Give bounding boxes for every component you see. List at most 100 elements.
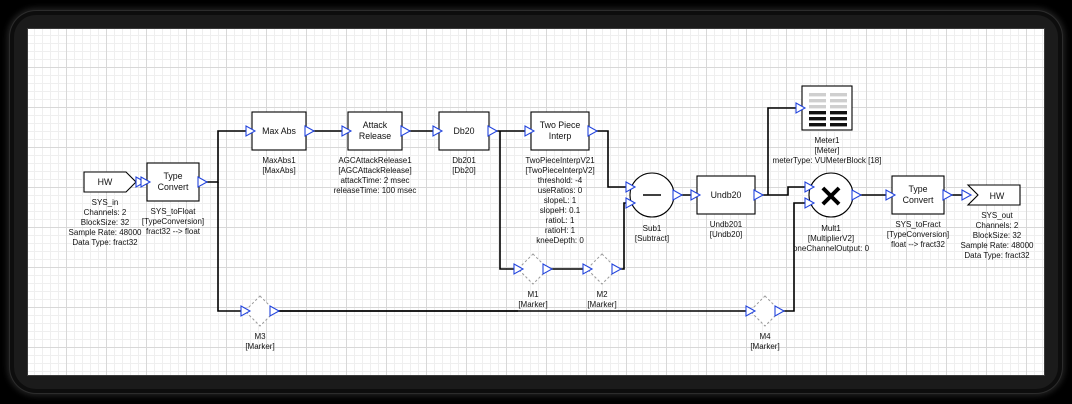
type-convert-out-caption-2: float --> fract32 [891, 240, 946, 249]
type-convert-in-title-1: Convert [158, 182, 189, 192]
m1-output-port[interactable] [542, 263, 554, 275]
max-abs-output-port[interactable] [304, 125, 316, 137]
attack-release-title-0: Attack [363, 120, 388, 130]
max-abs-input-port[interactable] [245, 125, 257, 137]
block-sub1[interactable]: Sub1 [Subtract] [625, 172, 684, 243]
block-marker-m2[interactable]: M2 [Marker] [582, 253, 623, 309]
two-piece-interp-caption-8: kneeDepth: 0 [536, 236, 584, 245]
attack-release-input-port[interactable] [341, 125, 353, 137]
two-piece-interp-caption-1: [TwoPieceInterpV2] [525, 166, 594, 175]
meter1-caption-1: [Meter] [815, 146, 840, 155]
attack-release-caption-1: [AGCAttackRelease] [338, 166, 411, 175]
sub1-output-port[interactable] [672, 189, 684, 201]
hw-out-caption-3: Sample Rate: 48000 [961, 241, 1034, 250]
type-convert-in-input-port[interactable] [140, 176, 152, 188]
mult1-caption-0: Mult1 [821, 224, 841, 233]
block-marker-m4[interactable]: M4 [Marker] [745, 295, 786, 351]
block-marker-m1[interactable]: M1 [Marker] [513, 253, 554, 309]
m4-input-port[interactable] [745, 305, 757, 317]
block-attack-release[interactable]: Attack Release AGCAttackRelease1 [AGCAtt… [334, 111, 417, 195]
undb20-input-port[interactable] [690, 189, 702, 201]
wire-undb20-to-mult1 [755, 186, 809, 196]
type-convert-in-output-port[interactable] [197, 176, 209, 188]
two-piece-interp-input-port[interactable] [524, 125, 536, 137]
undb20-shape[interactable] [696, 175, 756, 215]
max-abs-caption-1: [MaxAbs] [262, 166, 295, 175]
type-convert-out-output-port[interactable] [942, 189, 954, 201]
db20-input-port[interactable] [432, 125, 444, 137]
block-two-piece-interp[interactable]: Two Piece Interp TwoPieceInterpV21 [TwoP… [524, 111, 599, 245]
mult1-caption-1: [MultiplierV2] [808, 234, 854, 243]
type-convert-out-shape[interactable] [891, 175, 945, 215]
max-abs-caption-0: MaxAbs1 [262, 156, 296, 165]
type-convert-in-shape[interactable] [146, 162, 200, 202]
mult1-caption-2: oneChannelOutput: 0 [793, 244, 870, 253]
two-piece-interp-output-port[interactable] [587, 125, 599, 137]
diagram-canvas[interactable]: HW SYS_in Channels: 2 BlockSize: 32 Samp… [28, 29, 1044, 375]
mult1-input-port-b[interactable] [804, 197, 816, 209]
m3-output-port[interactable] [269, 305, 281, 317]
block-hw-out[interactable]: HW SYS_out Channels: 2 BlockSize: 32 Sam… [961, 184, 1034, 260]
m2-input-port[interactable] [582, 263, 594, 275]
undb20-caption-0: Undb201 [710, 220, 743, 229]
hw-in-caption-4: Data Type: fract32 [72, 238, 138, 247]
sub1-input-port-b[interactable] [625, 197, 637, 209]
block-undb20[interactable]: Undb20 Undb201 [Undb20] [690, 175, 765, 239]
mult1-input-port-a[interactable] [804, 181, 816, 193]
two-piece-interp-caption-5: slopeH: 0.1 [540, 206, 581, 215]
sub1-input-port-a[interactable] [625, 181, 637, 193]
meter1-caption-0: Meter1 [815, 136, 840, 145]
hw-in-caption-1: Channels: 2 [84, 208, 127, 217]
db20-caption-0: Db201 [452, 156, 476, 165]
db20-title-0: Db20 [453, 126, 474, 136]
block-hw-in[interactable]: HW SYS_in Channels: 2 BlockSize: 32 Samp… [69, 171, 147, 247]
two-piece-interp-shape[interactable] [530, 111, 590, 151]
max-abs-shape[interactable] [251, 111, 307, 151]
attack-release-title-1: Release [359, 131, 391, 141]
m2-caption-0: M2 [596, 290, 608, 299]
meter1-caption-2: meterType: VUMeterBlock [18] [773, 156, 882, 165]
canvas-grid [28, 29, 1044, 375]
hw-in-shape[interactable] [83, 171, 137, 193]
two-piece-interp-caption-0: TwoPieceInterpV21 [525, 156, 595, 165]
two-piece-interp-caption-6: ratioL: 1 [546, 216, 575, 225]
wire-twopiece-to-sub1 [589, 130, 630, 188]
db20-output-port[interactable] [487, 125, 499, 137]
block-meter1[interactable]: Meter1 [Meter] meterType: VUMeterBlock [… [773, 85, 882, 165]
hw-out-title: HW [990, 191, 1005, 201]
m1-input-port[interactable] [513, 263, 525, 275]
block-db20[interactable]: Db20 Db201 [Db20] [432, 111, 499, 175]
undb20-output-port[interactable] [753, 189, 765, 201]
m4-caption-0: M4 [759, 332, 771, 341]
block-diagram[interactable]: HW SYS_in Channels: 2 BlockSize: 32 Samp… [28, 29, 1044, 375]
type-convert-in-caption-1: [TypeConversion] [142, 217, 204, 226]
m1-caption-0: M1 [527, 290, 539, 299]
m2-output-port[interactable] [611, 263, 623, 275]
two-piece-interp-caption-7: ratioH: 1 [545, 226, 576, 235]
m4-output-port[interactable] [774, 305, 786, 317]
type-convert-out-input-port[interactable] [885, 189, 897, 201]
two-piece-interp-caption-3: useRatios: 0 [538, 186, 583, 195]
two-piece-interp-title-0: Two Piece [540, 120, 581, 130]
block-mult1[interactable]: ✕ Mult1 [MultiplierV2] oneChannelOutput:… [793, 172, 870, 253]
wire-m4-to-mult1 [780, 202, 809, 312]
hw-out-shape[interactable] [966, 184, 1021, 206]
hw-out-input-port[interactable] [961, 189, 973, 201]
m1-caption-1: [Marker] [518, 300, 547, 309]
mult1-output-port[interactable] [851, 189, 863, 201]
block-max-abs[interactable]: Max Abs MaxAbs1 [MaxAbs] [245, 111, 316, 175]
meter1-input-port[interactable] [795, 102, 807, 114]
block-type-convert-out[interactable]: Type Convert SYS_toFract [TypeConversion… [885, 175, 954, 249]
attack-release-output-port[interactable] [400, 125, 412, 137]
type-convert-out-caption-0: SYS_toFract [895, 220, 941, 229]
block-type-convert-in[interactable]: Type Convert SYS_toFloat [TypeConversion… [140, 162, 209, 236]
block-marker-m3[interactable]: M3 [Marker] [240, 295, 281, 351]
hw-in-caption-3: Sample Rate: 48000 [69, 228, 142, 237]
wire-typeconvert-to-maxabs [199, 130, 252, 183]
two-piece-interp-caption-2: threshold: -4 [538, 176, 583, 185]
m3-input-port[interactable] [240, 305, 252, 317]
hw-out-caption-4: Data Type: fract32 [964, 251, 1030, 260]
wire-typeconvert-to-m3 [217, 182, 518, 312]
db20-shape[interactable] [438, 111, 490, 151]
type-convert-out-title-0: Type [908, 184, 927, 194]
